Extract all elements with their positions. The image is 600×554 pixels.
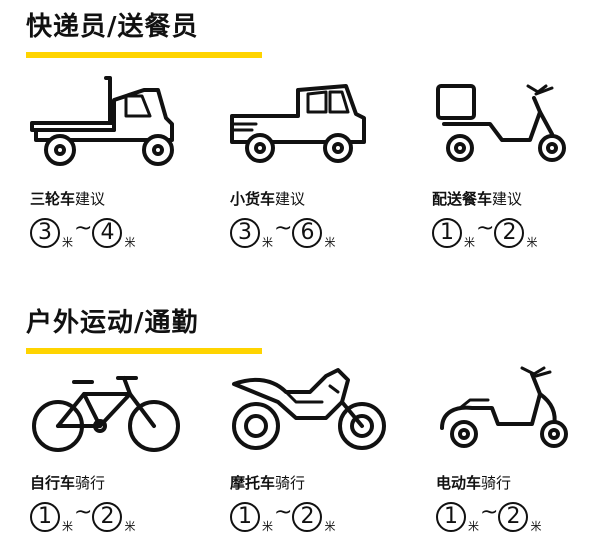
item-label: 三轮车建议 <box>30 190 106 208</box>
distance-from: 1 <box>30 502 60 532</box>
distance-range: 1 米 ~ 2 米 <box>30 502 136 532</box>
distance-range: 1 米 ~ 2 米 <box>432 218 538 248</box>
item-label: 自行车骑行 <box>30 474 106 492</box>
distance-to: 4 <box>92 218 123 248</box>
distance-to: 6 <box>292 218 323 248</box>
distance-from: 3 <box>30 218 60 248</box>
distance-to: 2 <box>292 502 323 532</box>
item-label: 小货车建议 <box>230 190 306 208</box>
distance-range: 3 米 ~ 4 米 <box>30 218 136 248</box>
distance-range: 1 米 ~ 2 米 <box>436 502 542 532</box>
electric-scooter-icon <box>436 364 600 458</box>
distance-from: 1 <box>436 502 466 532</box>
delivery-scooter-icon <box>430 68 600 178</box>
bicycle-icon <box>26 368 196 458</box>
title-underline <box>26 348 262 354</box>
motorcycle-icon <box>226 362 396 458</box>
item-label: 配送餐车建议 <box>432 190 523 208</box>
pickup-truck-icon <box>226 68 396 178</box>
distance-from: 1 <box>230 502 260 532</box>
item-label: 摩托车骑行 <box>230 474 306 492</box>
section-title-text: 户外运动/通勤 <box>26 308 199 338</box>
tricycle-truck-icon <box>26 68 196 178</box>
distance-range: 3 米 ~ 6 米 <box>230 218 336 248</box>
distance-to: 2 <box>92 502 123 532</box>
item-label: 电动车骑行 <box>436 474 512 492</box>
section-title-outdoor: 户外运动/通勤 <box>26 308 262 354</box>
distance-from: 3 <box>230 218 260 248</box>
section-title-text: 快递员/送餐员 <box>26 12 199 42</box>
distance-from: 1 <box>432 218 462 248</box>
distance-to: 2 <box>494 218 525 248</box>
title-underline <box>26 52 262 58</box>
section-title-courier: 快递员/送餐员 <box>26 12 262 58</box>
distance-to: 2 <box>498 502 529 532</box>
distance-range: 1 米 ~ 2 米 <box>230 502 336 532</box>
